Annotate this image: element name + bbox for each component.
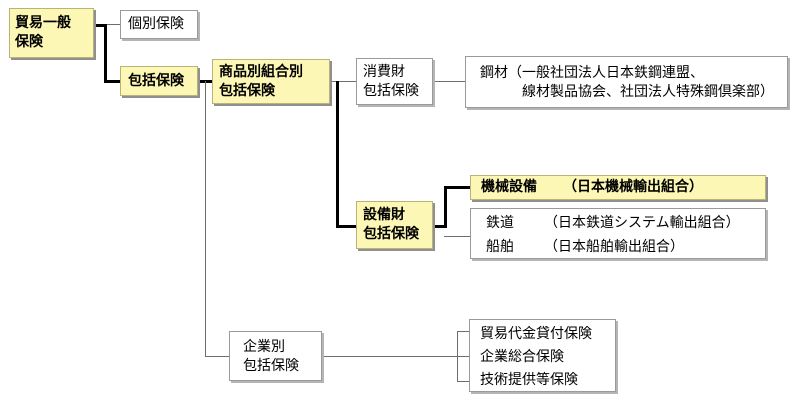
connector-consumer-steel	[433, 81, 465, 82]
node-corporate-line1: 企業別	[243, 339, 285, 355]
connector-capital-rail	[444, 236, 470, 237]
connector-list-item-3	[457, 381, 469, 382]
connector-capital-trunk	[444, 186, 447, 228]
node-machinery-name: 機械設備	[481, 179, 537, 195]
corporate-list-item: 貿易代金貸付保険	[480, 326, 592, 342]
connector-product-trunk	[336, 81, 339, 228]
connector-list-item-1	[457, 331, 469, 332]
node-ship-row: 船舶 （日本船舶輸出組合）	[486, 238, 765, 257]
node-capital-line2: 包括保険	[363, 226, 419, 242]
corporate-list-item: 技術提供等保険	[480, 372, 578, 388]
node-corporate-line2: 包括保険	[243, 358, 299, 374]
node-product-group-line2: 包括保険	[219, 83, 275, 99]
connector-product-capital	[336, 225, 356, 228]
corporate-list-item: 企業総合保険	[480, 349, 564, 365]
node-consumer-line1: 消費財	[363, 64, 405, 80]
connector-comprehensive-trunk	[205, 81, 206, 357]
node-steel: 鋼材（一般社団法人日本鉄鋼連盟、 線材製品協会、社団法人特殊鋼倶楽部）	[465, 56, 788, 108]
node-capital-line1: 設備財	[363, 207, 405, 223]
node-ship-name: 船舶	[486, 239, 514, 255]
node-comprehensive: 包括保険	[120, 66, 198, 96]
connector-capital-stem	[433, 225, 446, 228]
connector-product-consumer	[330, 81, 356, 82]
node-machinery-org: （日本機械輸出組合）	[563, 179, 703, 195]
node-individual-label: 個別保険	[128, 16, 184, 32]
node-product-group: 商品別組合別 包括保険	[212, 59, 330, 104]
node-trade-general: 貿易一般 保険	[9, 8, 94, 58]
node-machinery-row: 機械設備 （日本機械輸出組合）	[481, 178, 765, 197]
connector-root-individual	[94, 24, 120, 25]
connector-root-comprehensive	[104, 80, 120, 83]
node-consumer: 消費財 包括保険	[356, 58, 433, 105]
connector-list-item-2	[457, 356, 469, 357]
node-trade-general-line2: 保険	[15, 34, 43, 50]
node-rail-ship: 鉄道 （日本鉄道システム輸出組合） 船舶 （日本船舶輸出組合）	[470, 208, 766, 259]
node-machinery: 機械設備 （日本機械輸出組合）	[470, 175, 766, 200]
node-consumer-line2: 包括保険	[363, 83, 419, 99]
node-capital: 設備財 包括保険	[356, 201, 433, 249]
connector-comprehensive-corporate	[205, 356, 229, 357]
connector-root-trunk	[104, 24, 107, 83]
node-steel-line1: 鋼材（一般社団法人日本鉄鋼連盟、	[480, 65, 704, 81]
node-railway-org: （日本鉄道システム輸出組合）	[544, 215, 740, 231]
node-comprehensive-label: 包括保険	[128, 73, 184, 89]
node-corporate: 企業別 包括保険	[229, 331, 322, 381]
node-product-group-line1: 商品別組合別	[219, 64, 303, 80]
node-steel-line2: 線材製品協会、社団法人特殊鋼倶楽部）	[522, 84, 774, 100]
node-trade-general-line1: 貿易一般	[15, 15, 71, 31]
node-individual: 個別保険	[120, 10, 198, 39]
node-corporate-list: 貿易代金貸付保険 企業総合保険 技術提供等保険	[469, 319, 616, 392]
connector-corporate-list	[322, 356, 458, 357]
node-railway-row: 鉄道 （日本鉄道システム輸出組合）	[486, 214, 765, 233]
node-railway-name: 鉄道	[486, 215, 514, 231]
connector-capital-machinery	[444, 186, 470, 189]
node-ship-org: （日本船舶輸出組合）	[544, 239, 684, 255]
connector-root-stem	[94, 24, 106, 27]
